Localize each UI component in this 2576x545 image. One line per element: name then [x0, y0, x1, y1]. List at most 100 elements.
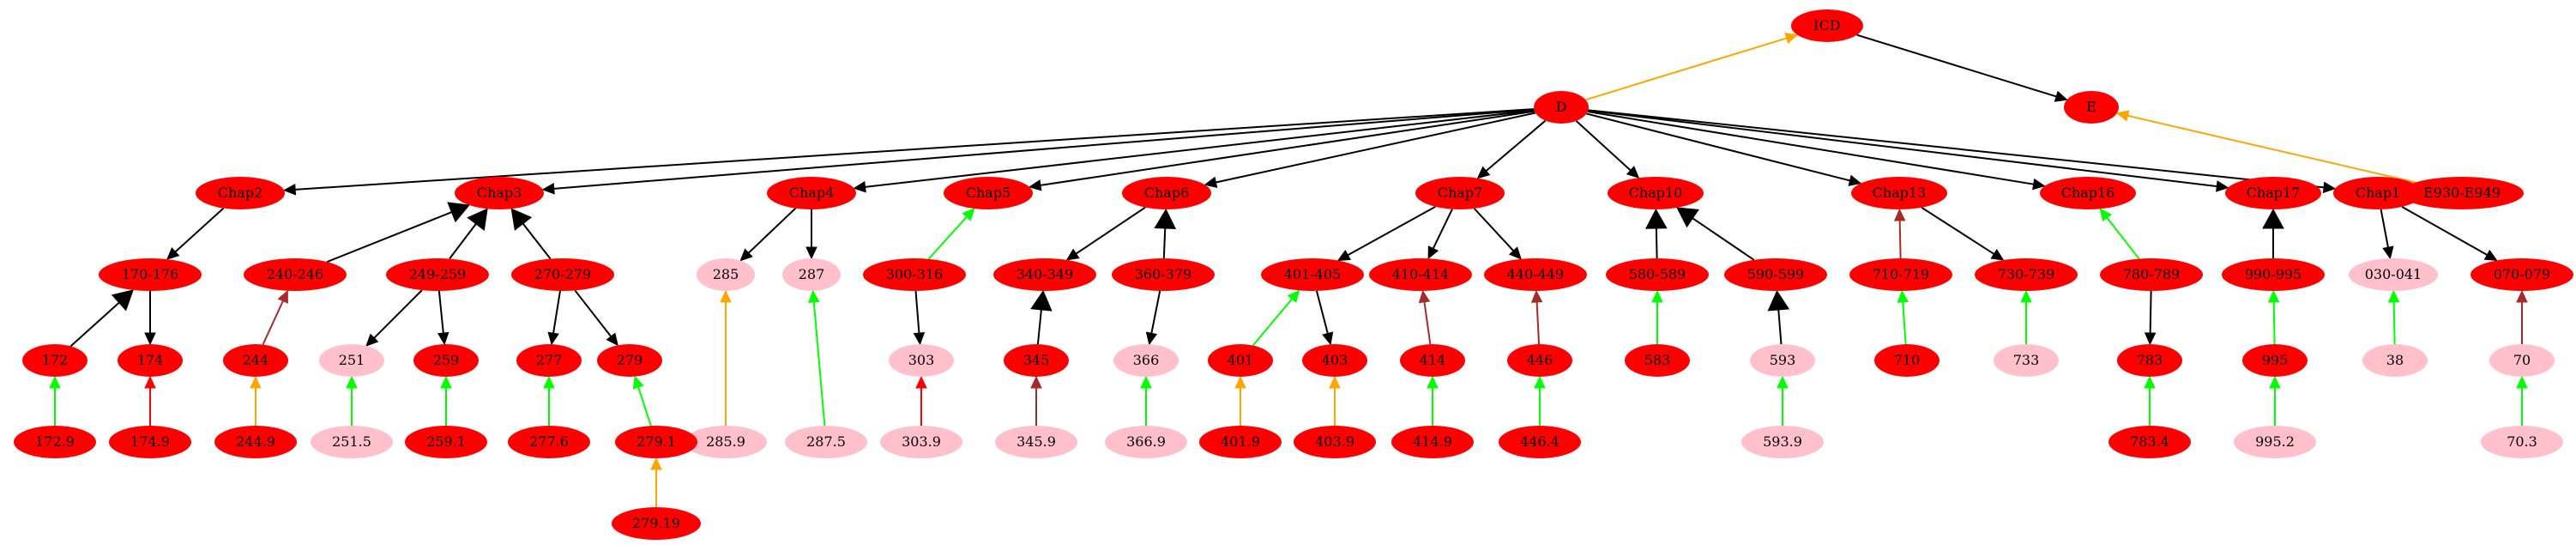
node-n70: 70 — [2489, 344, 2555, 377]
node-Chap17: Chap17 — [2225, 177, 2321, 209]
node-ellipse — [99, 258, 202, 291]
node-label: 287 — [799, 266, 825, 282]
node-ellipse — [1724, 258, 1827, 291]
edge-arrowhead — [853, 181, 866, 193]
edge-line — [1585, 37, 1788, 101]
node-ellipse — [1484, 258, 1587, 291]
node-n1729: 172.9 — [14, 426, 96, 458]
edge-Chap10-r580 — [1645, 208, 1668, 259]
node-Chap3: Chap3 — [455, 177, 544, 209]
edge-arrowhead — [1534, 375, 1546, 389]
node-label: 340-349 — [1017, 266, 1073, 282]
node-label: D — [1556, 99, 1567, 115]
node-label: Chap16 — [2061, 185, 2115, 201]
node-ellipse — [214, 426, 297, 458]
edge-line — [2127, 114, 2416, 184]
node-label: 251 — [339, 352, 365, 368]
node-label: 414.9 — [1413, 433, 1452, 450]
node-ICD: ICD — [1791, 9, 1863, 42]
node-label: 251.5 — [332, 433, 371, 450]
edge-r710-n710 — [1897, 289, 1909, 345]
edge-arrowhead — [739, 248, 753, 262]
node-ellipse — [2481, 426, 2563, 458]
edge-line — [2401, 206, 2488, 256]
node-n4149: 414.9 — [1391, 426, 1474, 458]
edge-layer — [49, 33, 2528, 507]
edge-arrowhead — [437, 331, 449, 346]
edge-Chap4-n287 — [805, 209, 817, 260]
edge-arrowhead — [2483, 249, 2498, 262]
node-ellipse — [1112, 258, 1215, 291]
edge-line — [1692, 217, 1755, 261]
edge-n345-n3459 — [1030, 375, 1042, 426]
edge-arrowhead — [1676, 207, 1699, 228]
node-ellipse — [244, 258, 347, 291]
node-ellipse — [223, 344, 288, 377]
edge-arrowhead — [2144, 375, 2156, 389]
edge-r300-n303 — [913, 290, 926, 346]
node-label: 593.9 — [1763, 433, 1802, 450]
edge-r249-n251 — [365, 289, 423, 347]
node-n783: 783 — [2117, 344, 2182, 377]
node-ellipse — [1122, 177, 1211, 209]
node-r340: 340-349 — [993, 258, 1096, 291]
node-label: Chap4 — [789, 185, 835, 201]
edge-arrowhead — [1651, 289, 1663, 303]
node-ellipse — [1606, 258, 1709, 291]
node-r590: 590-599 — [1724, 258, 1827, 291]
node-ellipse — [2222, 258, 2325, 291]
node-ellipse — [2064, 91, 2119, 124]
edge-r170-n172 — [69, 289, 134, 348]
edge-line — [1898, 220, 1902, 259]
edge-arrowhead — [346, 375, 358, 389]
edge-arrowhead — [1140, 375, 1152, 389]
node-n9952: 995.2 — [2234, 426, 2316, 458]
node-n3039: 303.9 — [880, 426, 962, 458]
node-ellipse — [697, 258, 755, 291]
edge-arrowhead — [1427, 245, 1439, 260]
edge-arrowhead — [2144, 332, 2157, 346]
edge-n287-n2875 — [808, 289, 826, 427]
edge-line — [927, 216, 968, 260]
edge-n279-n2791 — [632, 375, 652, 427]
node-ellipse — [405, 426, 487, 458]
edge-arrowhead — [1030, 289, 1053, 312]
edge-arrowhead — [2269, 375, 2281, 389]
edge-line — [1575, 120, 1632, 172]
node-n277: 277 — [516, 344, 582, 377]
edge-line — [1777, 309, 1783, 345]
edge-line — [1432, 209, 1453, 249]
edge-line — [1040, 110, 1535, 186]
edge-D-Chap1 — [1588, 109, 2337, 194]
edge-arrowhead — [1065, 248, 1080, 261]
node-label: 300-316 — [886, 266, 943, 282]
edge-n2791-n27919 — [650, 457, 662, 507]
edge-arrowhead — [166, 246, 180, 260]
edge-Chap3-r240 — [326, 202, 470, 263]
edge-arrowhead — [1154, 208, 1177, 230]
node-ellipse — [455, 177, 544, 209]
edge-line — [1588, 109, 2325, 189]
edge-Chap6-r340 — [1065, 206, 1146, 261]
edge-Chap1-r030 — [2380, 209, 2394, 260]
node-ellipse — [1199, 426, 1282, 458]
node-n414: 414 — [1400, 344, 1465, 377]
edge-arrowhead — [2032, 178, 2046, 191]
node-n710: 710 — [1874, 344, 1940, 377]
edge-arrowhead — [144, 375, 156, 389]
node-ellipse — [1851, 177, 1947, 209]
node-ellipse — [1791, 9, 1863, 42]
node-r990: 990-995 — [2222, 258, 2325, 291]
node-ellipse — [2040, 177, 2136, 209]
node-label: 279 — [617, 352, 643, 368]
node-label: 360-379 — [1135, 266, 1191, 282]
node-ellipse — [1294, 426, 1376, 458]
node-label: 38 — [2386, 352, 2404, 368]
node-ellipse — [863, 258, 966, 291]
edge-Chap16-r780 — [2099, 208, 2140, 260]
edge-arrowhead — [915, 375, 927, 389]
node-label: 414 — [1420, 352, 1446, 368]
edge-arrowhead — [2020, 289, 2032, 303]
node-r780: 780-789 — [2100, 258, 2203, 291]
node-label: 287.5 — [806, 433, 846, 450]
